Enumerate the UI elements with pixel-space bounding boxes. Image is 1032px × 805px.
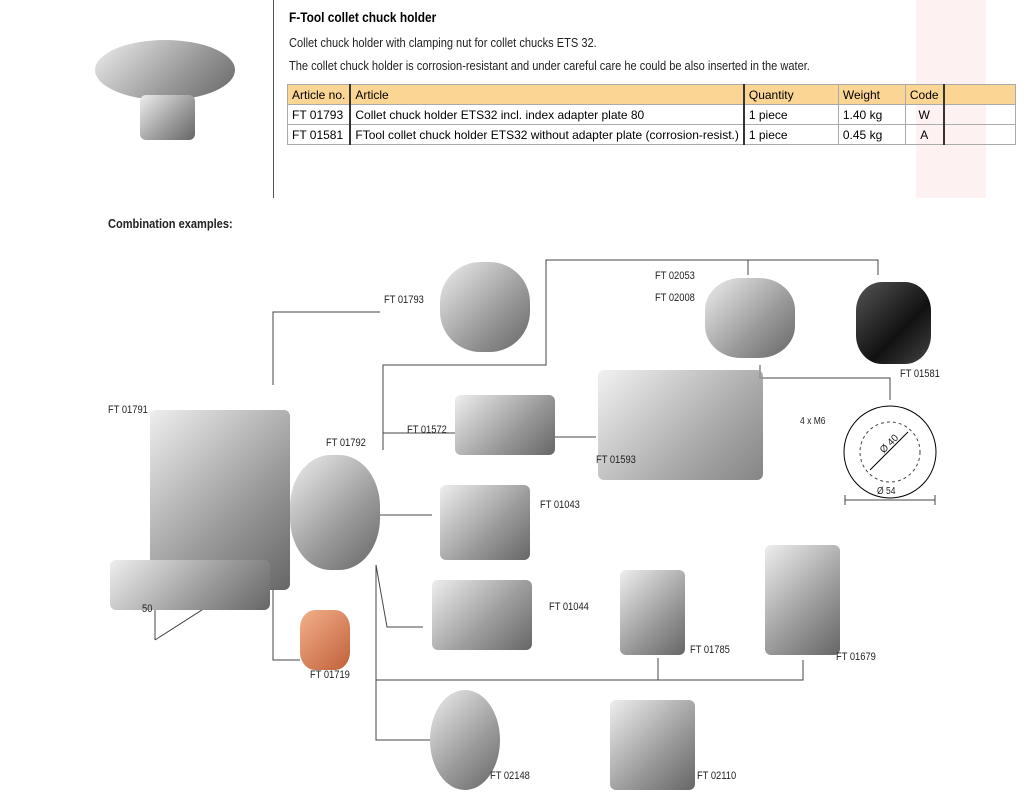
col-code: Code (904, 84, 945, 105)
image-ft01793 (440, 262, 530, 352)
label-ft01581: FT 01581 (900, 368, 940, 380)
image-ft01044 (432, 580, 532, 650)
image-ft01785 (620, 570, 685, 655)
label-ft02008: FT 02008 (655, 292, 695, 304)
label-ft02148: FT 02148 (490, 770, 530, 782)
product-image-collet-holder (95, 40, 235, 100)
col-article-no: Article no. (287, 84, 351, 105)
label-ft01792: FT 01792 (326, 437, 366, 449)
dimension-50: 50 (142, 603, 153, 615)
label-ft01043: FT 01043 (540, 499, 580, 511)
product-title: F-Tool collet chuck holder (289, 9, 437, 25)
label-ft01793: FT 01793 (384, 294, 424, 306)
image-ft01679 (765, 545, 840, 655)
label-ft01593: FT 01593 (596, 454, 636, 466)
label-ft01791: FT 01791 (108, 404, 148, 416)
col-quantity: Quantity (742, 84, 839, 105)
label-ft01719: FT 01719 (310, 669, 350, 681)
product-desc-1: Collet chuck holder with clamping nut fo… (289, 35, 597, 50)
label-ft01679: FT 01679 (836, 651, 876, 663)
image-ft01581 (856, 282, 931, 364)
image-ft01572 (455, 395, 555, 455)
combination-title: Combination examples: (108, 216, 233, 231)
divider (273, 0, 274, 198)
image-ft02110 (610, 700, 695, 790)
col-weight: Weight (837, 84, 906, 105)
product-image-collet-holder-body (140, 95, 195, 140)
image-ft02053 (705, 278, 795, 358)
label-ft01572: FT 01572 (407, 424, 447, 436)
image-ft01791-base (110, 560, 270, 610)
image-ft01593 (598, 370, 763, 480)
image-ft01043 (440, 485, 530, 560)
label-ft02110: FT 02110 (697, 770, 737, 782)
label-d54: Ø 54 (877, 486, 896, 497)
label-ft01785: FT 01785 (690, 644, 730, 656)
image-ft01719 (300, 610, 350, 670)
label-4xm6: 4 x M6 (800, 416, 826, 427)
label-ft02053: FT 02053 (655, 270, 695, 282)
label-ft01044: FT 01044 (549, 601, 589, 613)
image-ft02148 (430, 690, 500, 790)
image-ft01792 (290, 455, 380, 570)
product-desc-2: The collet chuck holder is corrosion-res… (289, 58, 810, 73)
